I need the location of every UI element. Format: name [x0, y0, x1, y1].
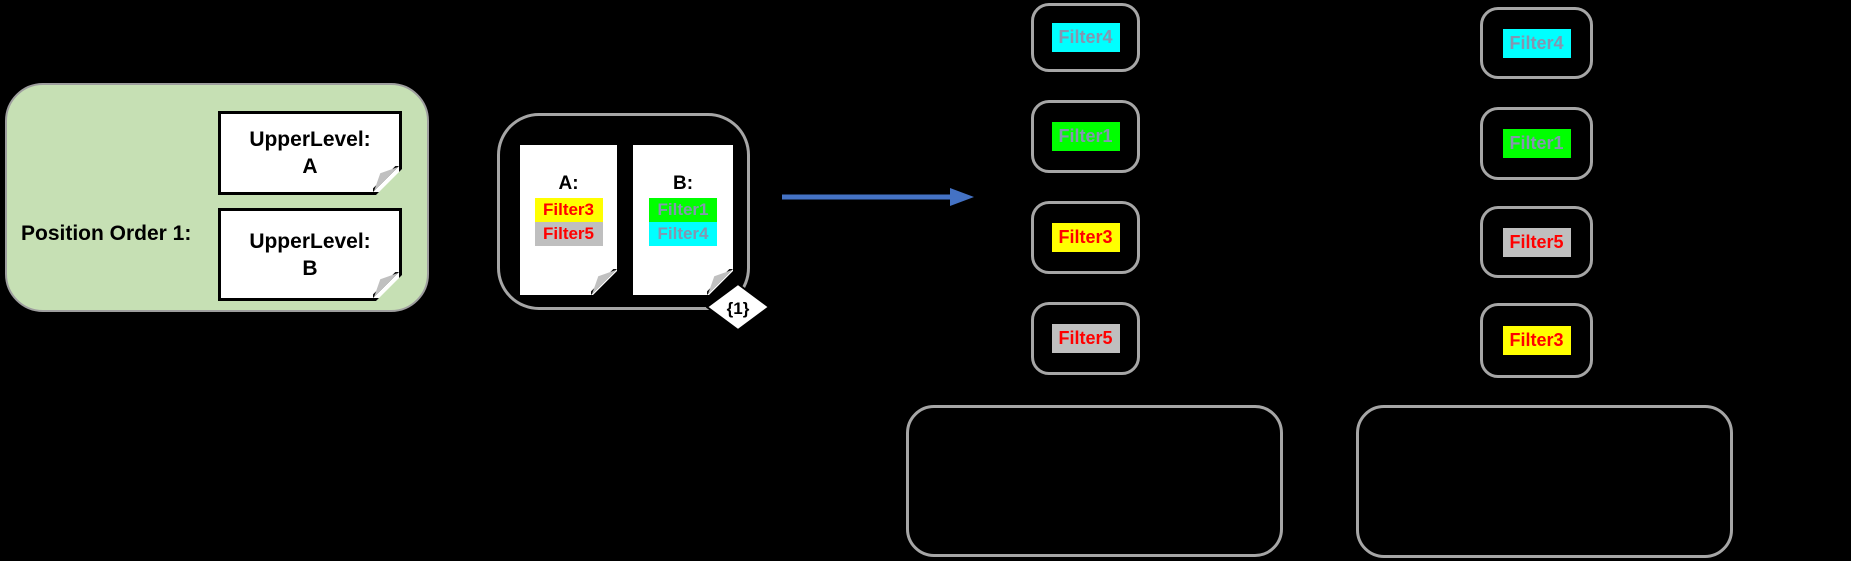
result-container-left: [906, 405, 1283, 557]
arrow-head-icon: [950, 188, 974, 206]
filter-pill: Filter5: [1502, 227, 1571, 257]
upperlevel-b-note-line1: UpperLevel:: [249, 229, 371, 253]
filter-pill: Filter3: [535, 198, 603, 222]
filter-pill: Filter5: [1051, 324, 1120, 353]
result-slot: Filter5: [1480, 206, 1593, 278]
upperlevel-a-note: UpperLevel: A: [218, 111, 402, 195]
filter-pill: Filter1: [1051, 122, 1120, 151]
filter-pill: Filter5: [535, 222, 603, 246]
filter-pill: Filter4: [649, 222, 717, 246]
diamond-icon: [706, 283, 770, 331]
upperlevel-b-note-line2: B: [302, 256, 318, 280]
result-slot: Filter5: [1031, 302, 1140, 375]
result-slot: Filter1: [1031, 100, 1140, 173]
filter-pill: Filter3: [1502, 326, 1571, 355]
sequence-badge-label: {1}: [727, 299, 750, 318]
result-slot: Filter4: [1031, 3, 1140, 72]
result-container-right: [1356, 405, 1733, 558]
sequence-badge: {1}: [706, 283, 770, 331]
result-slot: Filter3: [1031, 201, 1140, 274]
filter-pill: Filter1: [1502, 129, 1571, 158]
card-a: A: Filter3 Filter5: [520, 145, 617, 295]
upperlevel-b-note: UpperLevel: B: [218, 208, 402, 301]
filter-pill: Filter3: [1051, 223, 1120, 252]
card-b: B: Filter1 Filter4: [633, 145, 733, 295]
result-slot: Filter4: [1480, 7, 1593, 79]
flow-arrow: [782, 188, 974, 206]
card-a-title: A:: [558, 173, 579, 194]
source-group-box: A: Filter3 Filter5 B: Filter1 Filter4: [497, 113, 750, 310]
upperlevel-a-note-line2: A: [302, 155, 318, 178]
position-order-2-label: Position Order 2:: [21, 319, 192, 342]
card-b-title: B:: [672, 173, 694, 194]
position-order-1-label: Position Order 1:: [21, 222, 192, 245]
filter-pill: Filter4: [1502, 28, 1571, 58]
filter-pill: Filter4: [1051, 23, 1120, 52]
upperlevel-a-note-line1: UpperLevel:: [249, 128, 371, 151]
filter-pill: Filter1: [649, 198, 717, 222]
result-slot: Filter3: [1480, 303, 1593, 378]
result-slot: Filter1: [1480, 107, 1593, 180]
